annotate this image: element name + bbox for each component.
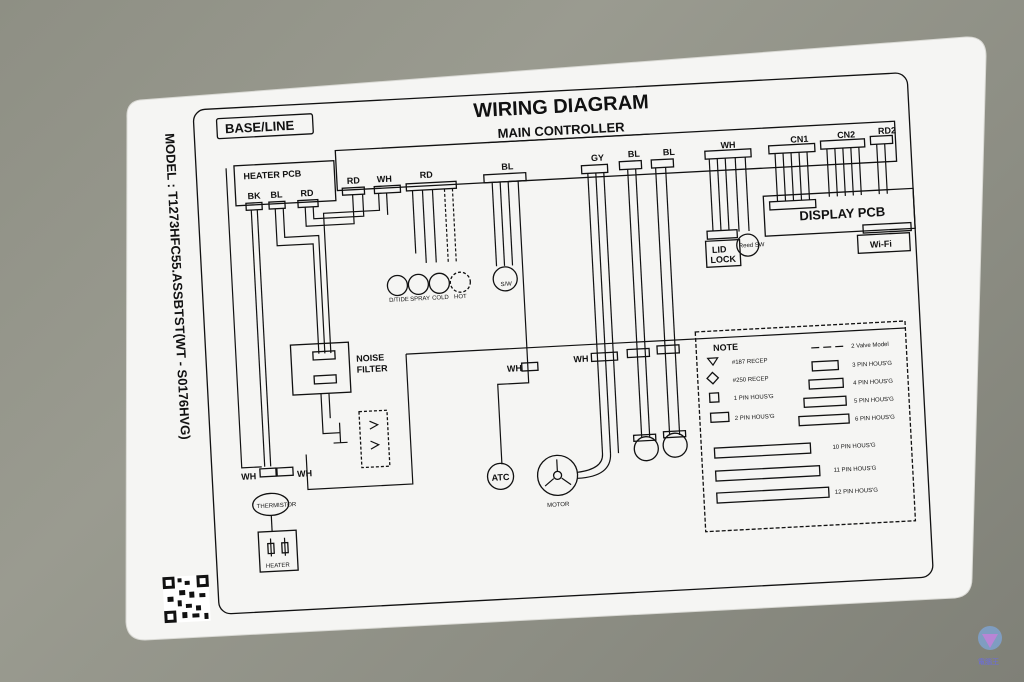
svg-text:S/W: S/W (500, 281, 512, 288)
svg-text:DISPLAY PCB: DISPLAY PCB (799, 204, 886, 223)
connectors-top (245, 134, 894, 211)
svg-text:WH: WH (377, 174, 393, 185)
svg-text:LID: LID (712, 244, 728, 255)
qr-code (162, 574, 211, 624)
svg-text:COLD: COLD (432, 295, 450, 302)
svg-text:12 PIN HOUS'G: 12 PIN HOUS'G (835, 488, 879, 496)
svg-text:CN2: CN2 (837, 129, 856, 140)
svg-text:RD: RD (419, 169, 433, 180)
svg-text:LOCK: LOCK (710, 254, 736, 265)
heater-wires (250, 192, 389, 467)
svg-text:1 PIN HOUS'G: 1 PIN HOUS'G (734, 394, 774, 402)
svg-text:6 PIN HOUS'G: 6 PIN HOUS'G (855, 415, 895, 423)
svg-text:BL: BL (270, 189, 283, 200)
svg-text:WH: WH (297, 468, 313, 479)
valves: D/TIDE SPRAY COLD HOT (386, 188, 471, 304)
display-pcb: DISPLAY PCB Wi-Fi (762, 143, 916, 255)
svg-text:NOTE: NOTE (713, 342, 739, 353)
svg-text:2 Valve Model: 2 Valve Model (851, 342, 889, 350)
svg-text:NOISE: NOISE (356, 352, 385, 363)
svg-text:SPRAY: SPRAY (410, 296, 430, 303)
main-controller-label: MAIN CONTROLLER (497, 119, 625, 141)
wh-label-motor: WH (573, 354, 589, 365)
lid-lock: LID LOCK Reed SW (704, 157, 765, 268)
svg-text:3 PIN HOUS'G: 3 PIN HOUS'G (852, 361, 892, 369)
note-box: NOTE #187 RECEP #250 RECEP 1 PIN HOUS'G … (694, 320, 917, 533)
svg-text:MOTOR: MOTOR (547, 502, 570, 509)
svg-text:Reed SW: Reed SW (739, 242, 765, 249)
svg-text:RD2: RD2 (878, 125, 897, 136)
heater-pcb-label: HEATER PCB (243, 168, 302, 181)
pressure-switch: S/W (491, 181, 530, 465)
svg-text:10 PIN HOUS'G: 10 PIN HOUS'G (832, 443, 876, 451)
base-line-label: BASE/LINE (225, 118, 295, 137)
sticker (125, 36, 987, 641)
heater-section: WH WH THERMISTOR HEATER (241, 466, 313, 573)
svg-text:WH: WH (720, 140, 736, 151)
svg-text:RD: RD (300, 188, 314, 199)
watermark-logo: 電腦王 (978, 626, 1002, 666)
small-motors (632, 429, 688, 462)
svg-text:FILTER: FILTER (357, 363, 389, 375)
svg-text:D/TIDE: D/TIDE (389, 297, 409, 304)
svg-text:電腦王: 電腦王 (978, 657, 999, 666)
svg-text:RD: RD (347, 175, 361, 186)
svg-text:Wi-Fi: Wi-Fi (870, 239, 892, 250)
color-codes: BK BL RD RD WH RD BL GY BL BL WH CN1 CN2… (247, 125, 897, 202)
svg-text:5 PIN HOUS'G: 5 PIN HOUS'G (854, 397, 894, 405)
svg-text:4 PIN HOUS'G: 4 PIN HOUS'G (853, 379, 893, 387)
svg-text:ATC: ATC (491, 472, 510, 483)
wh-label-atc: WH (507, 363, 523, 374)
svg-text:#187 RECEP: #187 RECEP (732, 358, 768, 366)
svg-text:2 PIN HOUS'G: 2 PIN HOUS'G (735, 414, 775, 422)
motor-wires (587, 167, 681, 455)
svg-text:HOT: HOT (454, 294, 467, 301)
svg-text:GY: GY (591, 153, 605, 164)
svg-text:BL: BL (501, 161, 514, 172)
svg-text:THERMISTOR: THERMISTOR (257, 502, 297, 510)
svg-text:HEATER: HEATER (266, 562, 291, 569)
main-line (225, 168, 262, 469)
diagram-frame (192, 72, 934, 615)
svg-text:CN1: CN1 (790, 134, 809, 145)
heater-pcb-box (233, 159, 337, 207)
svg-text:BL: BL (628, 149, 641, 160)
svg-text:BK: BK (247, 191, 261, 202)
svg-text:11 PIN HOUS'G: 11 PIN HOUS'G (834, 466, 877, 474)
noise-filter: NOISE FILTER (289, 341, 391, 469)
motor-component: MOTOR (536, 453, 612, 509)
svg-text:WH: WH (241, 471, 257, 482)
svg-text:BL: BL (663, 147, 676, 158)
atc-component: ATC (486, 462, 515, 491)
svg-text:#250 RECEP: #250 RECEP (733, 376, 769, 384)
